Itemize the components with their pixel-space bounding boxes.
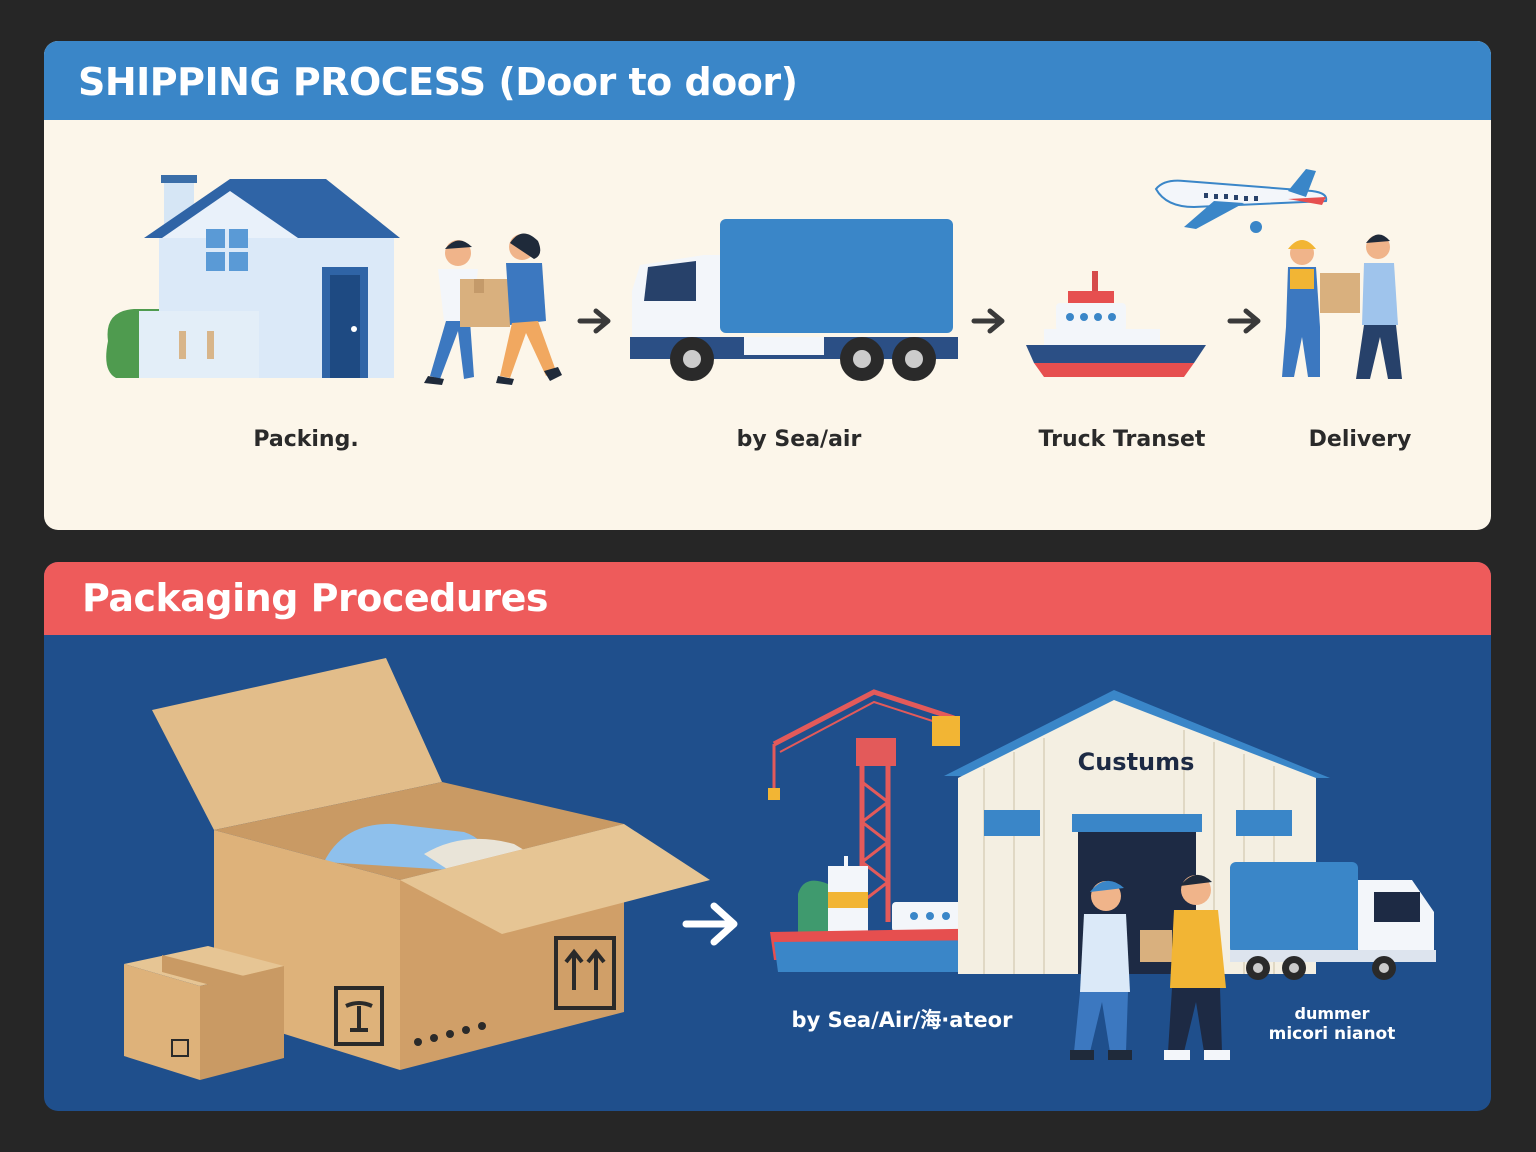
house-icon	[106, 175, 400, 378]
customs-warehouse-icon	[944, 690, 1330, 974]
packaging-procedures-title: Packaging Procedures	[82, 576, 549, 620]
packaging-procedures-header: Packaging Procedures	[44, 562, 1491, 635]
customs-sign: Custums	[1077, 748, 1195, 776]
packaging-illustration	[124, 658, 1436, 1080]
step-label-truck-transit: Truck Transet	[1038, 427, 1206, 452]
sea-air-label: by Sea/Air/海·ateor	[791, 1008, 1013, 1032]
shipping-process-title: SHIPPING PROCESS (Door to door)	[78, 60, 798, 104]
closed-box-icon	[124, 946, 284, 1080]
customs-officers-handoff-icon	[1070, 874, 1230, 1060]
step-label-sea-air: by Sea/air	[736, 427, 862, 452]
arrow-right-icon	[1227, 308, 1261, 334]
truck-icon	[630, 219, 958, 381]
arrow-right-icon	[682, 902, 738, 946]
shipping-process-header: SHIPPING PROCESS (Door to door)	[44, 41, 1491, 120]
customer-label-line2: micori nianot	[1268, 1024, 1396, 1044]
shipping-process-panel: SHIPPING PROCESS (Door to door)	[44, 41, 1491, 530]
packaging-procedures-panel: Packaging Procedures	[44, 562, 1491, 1111]
step-label-delivery: Delivery	[1308, 427, 1412, 452]
shipping-steps-illustration	[106, 169, 1402, 385]
airplane-icon	[1154, 169, 1328, 233]
truck-icon	[1230, 862, 1436, 980]
arrow-right-icon	[971, 308, 1005, 334]
movers-carrying-box-icon	[424, 233, 562, 385]
delivery-handoff-icon	[1282, 234, 1402, 379]
crane-icon	[768, 689, 960, 922]
customer-label-line1: dummer	[1294, 1004, 1370, 1023]
ship-icon	[1026, 271, 1206, 377]
arrow-right-icon	[577, 308, 611, 334]
step-label-packing: Packing.	[253, 427, 359, 452]
